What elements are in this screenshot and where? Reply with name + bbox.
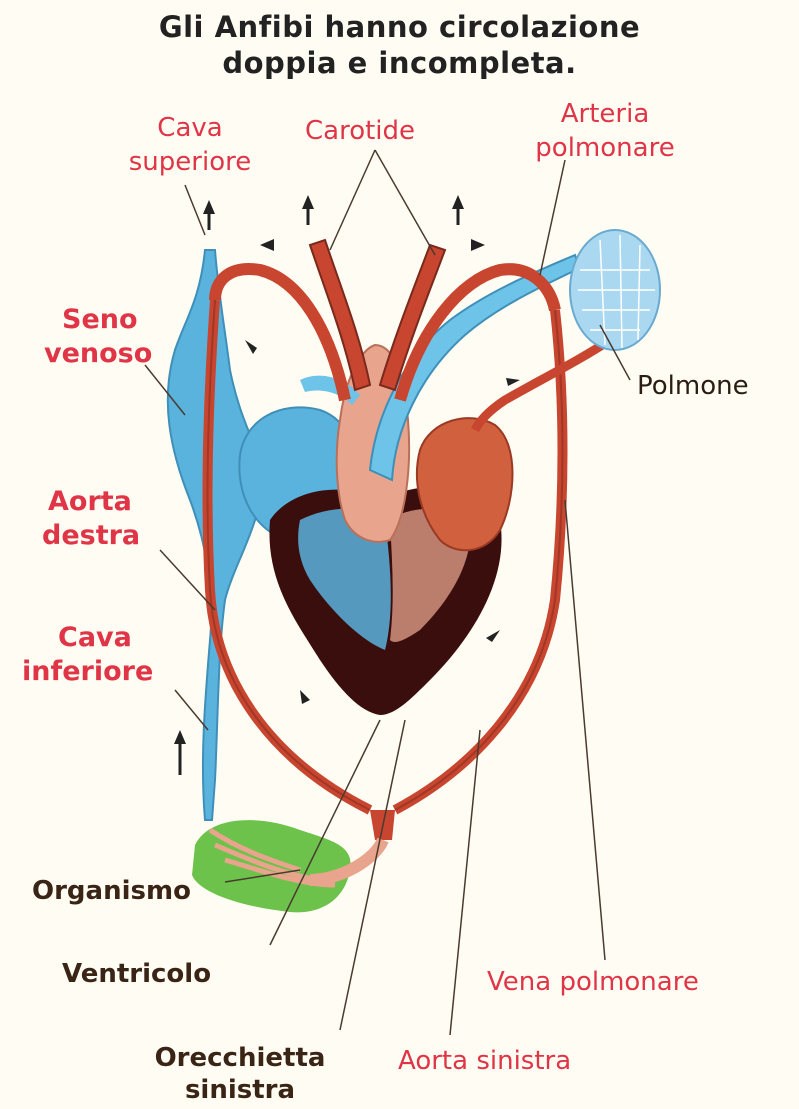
label-seno-venoso-1: Seno	[62, 304, 138, 336]
label-arteria-polmonare-2: polmonare	[500, 132, 710, 164]
label-cava-superiore-2: superiore	[105, 146, 275, 178]
label-orecchietta-sinistra-1: Orecchietta	[120, 1042, 360, 1074]
label-seno-venoso-2: venoso	[44, 338, 152, 370]
label-ventricolo: Ventricolo	[62, 958, 211, 990]
label-aorta-destra-2: destra	[42, 520, 140, 552]
label-cava-superiore-1: Cava	[105, 112, 275, 144]
label-polmone: Polmone	[637, 370, 749, 402]
label-cava-inferiore-1: Cava	[58, 622, 132, 654]
label-aorta-sinistra: Aorta sinistra	[398, 1045, 571, 1077]
label-aorta-destra-1: Aorta	[48, 486, 132, 518]
label-carotide: Carotide	[305, 115, 415, 147]
label-vena-polmonare: Vena polmonare	[487, 966, 699, 998]
label-orecchietta-sinistra-2: sinistra	[120, 1074, 360, 1106]
label-cava-inferiore-2: inferiore	[22, 656, 153, 688]
vena-polmonare-vaso	[475, 340, 610, 430]
label-arteria-polmonare-1: Arteria	[500, 98, 710, 130]
label-organismo: Organismo	[32, 875, 191, 907]
